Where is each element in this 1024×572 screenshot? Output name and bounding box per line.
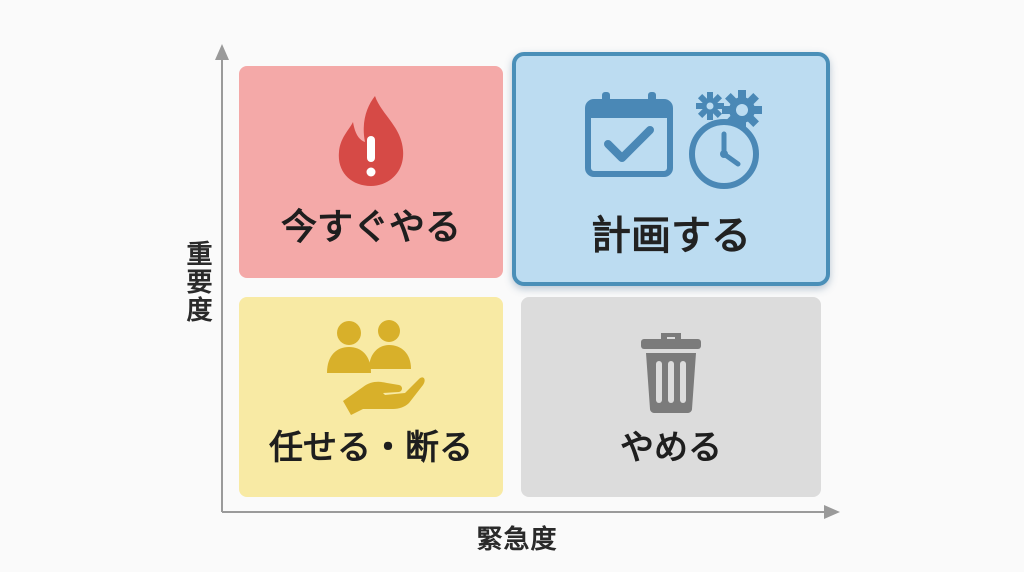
- quadrant-delegate: 任せる・断る: [239, 297, 503, 497]
- quadrant-plan: 計画する: [512, 52, 830, 286]
- calendar-check-icon: [585, 92, 673, 177]
- quadrant-do-now-label: 今すぐやる: [280, 207, 461, 248]
- y-axis: [215, 44, 229, 512]
- clock-gears-icon: [689, 90, 762, 189]
- x-axis-label: 緊急度: [476, 525, 558, 555]
- trash-can-icon: [641, 333, 701, 413]
- quadrant-plan-label: 計画する: [591, 213, 751, 259]
- y-axis-label: 重要度: [182, 240, 212, 324]
- quadrant-drop: やめる: [521, 297, 821, 497]
- quadrant-delegate-label: 任せる・断る: [269, 428, 473, 468]
- quadrant-do-now: 今すぐやる: [239, 66, 503, 278]
- quadrant-drop-label: やめる: [620, 428, 722, 468]
- x-axis: [222, 505, 840, 519]
- fire-alert-icon: [338, 96, 404, 186]
- people-hand-icon: [327, 320, 425, 415]
